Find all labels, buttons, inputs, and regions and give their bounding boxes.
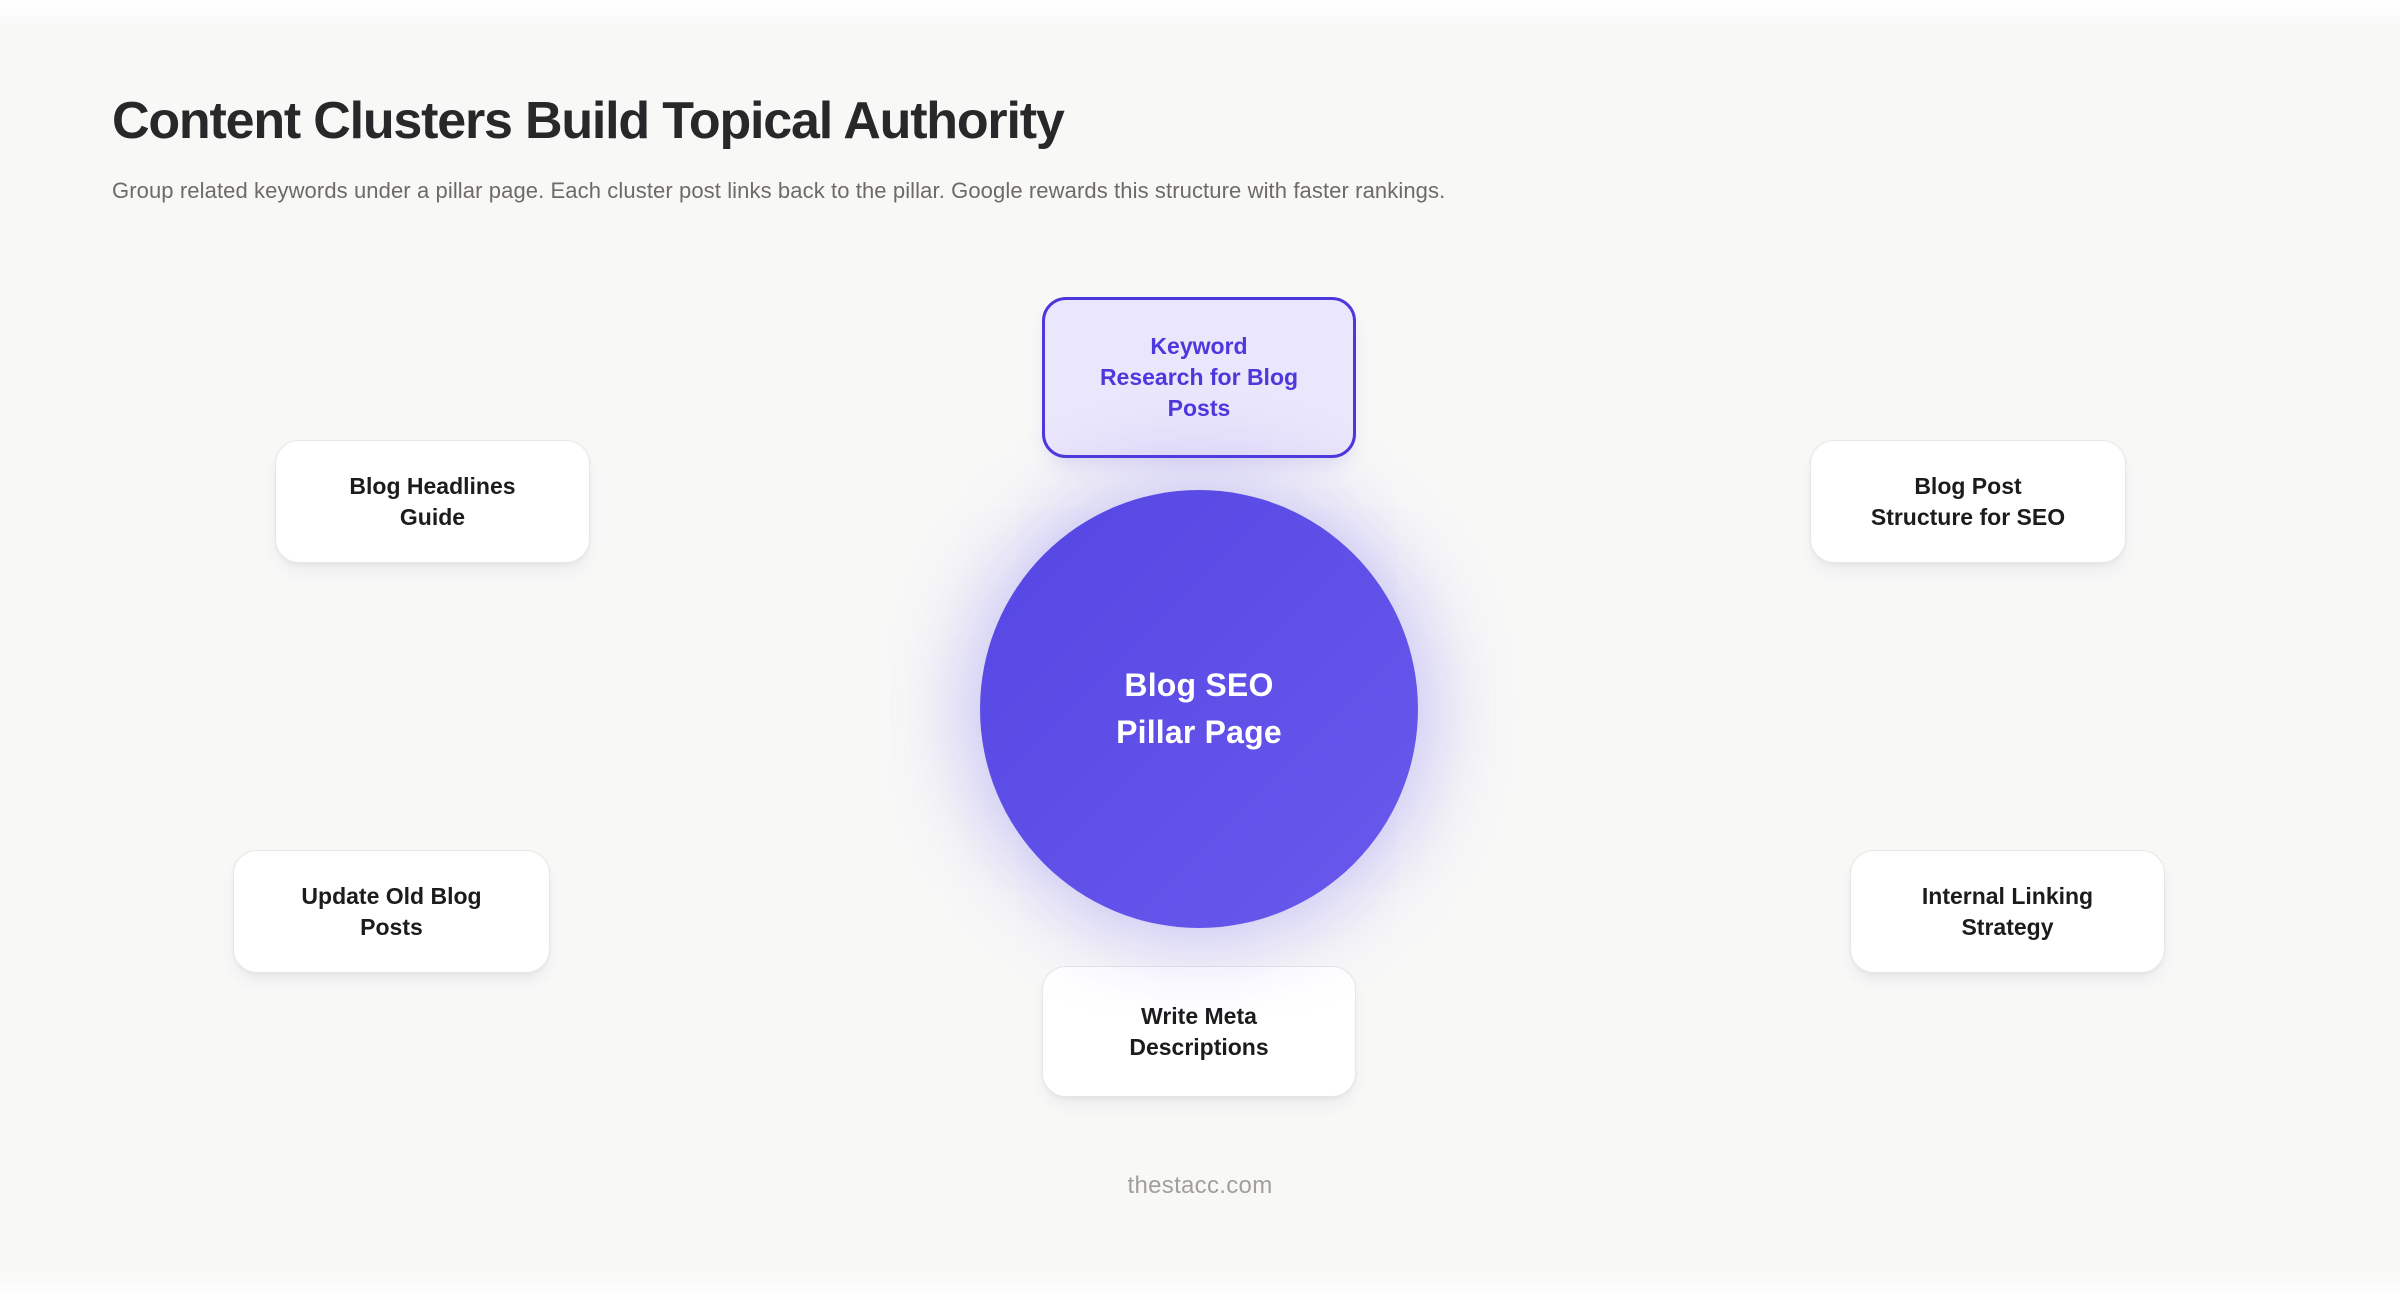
cluster-card-update-old-posts: Update Old Blog Posts <box>233 850 550 973</box>
cluster-card-blog-headlines: Blog Headlines Guide <box>275 440 590 563</box>
cluster-card-blog-post-structure: Blog Post Structure for SEO <box>1810 440 2126 563</box>
cluster-card-label: Blog Post Structure for SEO <box>1870 472 2066 530</box>
cluster-card-label: Blog Headlines Guide <box>349 472 516 530</box>
cluster-card-label: Write Meta Descriptions <box>1129 1002 1269 1060</box>
page-subtitle: Group related keywords under a pillar pa… <box>112 177 1446 203</box>
cluster-card-label: Internal Linking Strategy <box>1921 882 2094 940</box>
cluster-card-internal-linking: Internal Linking Strategy <box>1850 850 2165 973</box>
cluster-card-write-meta: Write Meta Descriptions <box>1042 966 1356 1097</box>
header: Content Clusters Build Topical Authority… <box>112 92 2292 204</box>
pillar-page-circle: Blog SEO Pillar Page <box>980 490 1418 928</box>
cluster-card-label: Keyword Research for Blog Posts <box>1099 333 1299 421</box>
cluster-card-keyword-research: Keyword Research for Blog Posts <box>1042 297 1356 458</box>
page-title: Content Clusters Build Topical Authority <box>112 92 1065 150</box>
watermark: thestacc.com <box>1127 1172 1273 1199</box>
cluster-card-label: Update Old Blog Posts <box>301 882 482 940</box>
pillar-page-label: Blog SEO Pillar Page <box>1116 667 1282 750</box>
